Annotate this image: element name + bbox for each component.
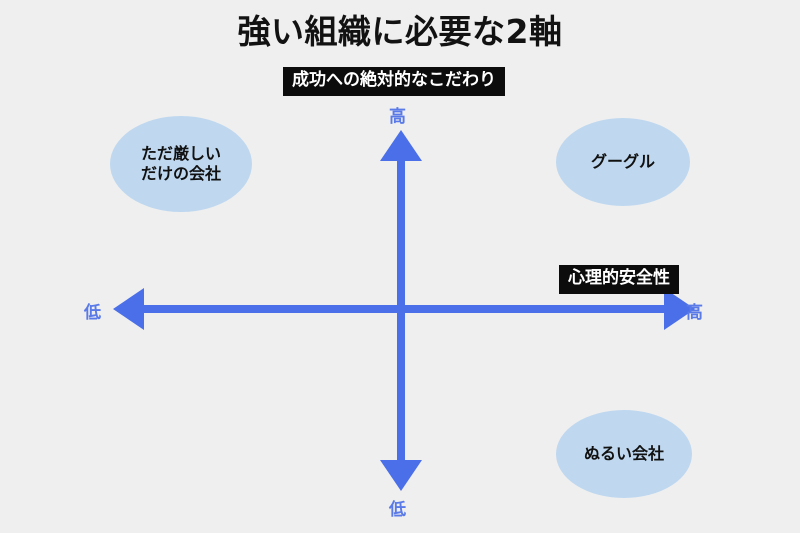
quadrant-bubble-strict-only-company: ただ厳しい だけの会社 bbox=[110, 116, 252, 212]
horizontal-axis-line bbox=[130, 305, 675, 313]
vertical-axis-high-label: 高 bbox=[389, 107, 406, 127]
quadrant-bubble-lax-company: ぬるい会社 bbox=[556, 410, 692, 498]
quadrant-bubble-google: グーグル bbox=[556, 118, 690, 206]
horizontal-axis-high-label: 高 bbox=[686, 303, 703, 323]
quadrant-bubble-label: グーグル bbox=[590, 151, 655, 171]
quadrant-bubble-label: ぬるい会社 bbox=[583, 443, 664, 463]
horizontal-axis-title: 心理的安全性 bbox=[559, 265, 679, 294]
page-title: 強い組織に必要な2軸 bbox=[237, 12, 563, 51]
quadrant-bubble-label: ただ厳しい だけの会社 bbox=[140, 143, 221, 183]
vertical-axis-title: 成功への絶対的なこだわり bbox=[283, 67, 505, 96]
vertical-axis-low-label: 低 bbox=[389, 500, 406, 520]
arrow-down-icon bbox=[380, 460, 422, 491]
arrow-left-icon bbox=[113, 288, 144, 330]
horizontal-axis-low-label: 低 bbox=[84, 303, 101, 323]
arrow-right-icon bbox=[664, 288, 695, 330]
arrow-up-icon bbox=[380, 130, 422, 161]
